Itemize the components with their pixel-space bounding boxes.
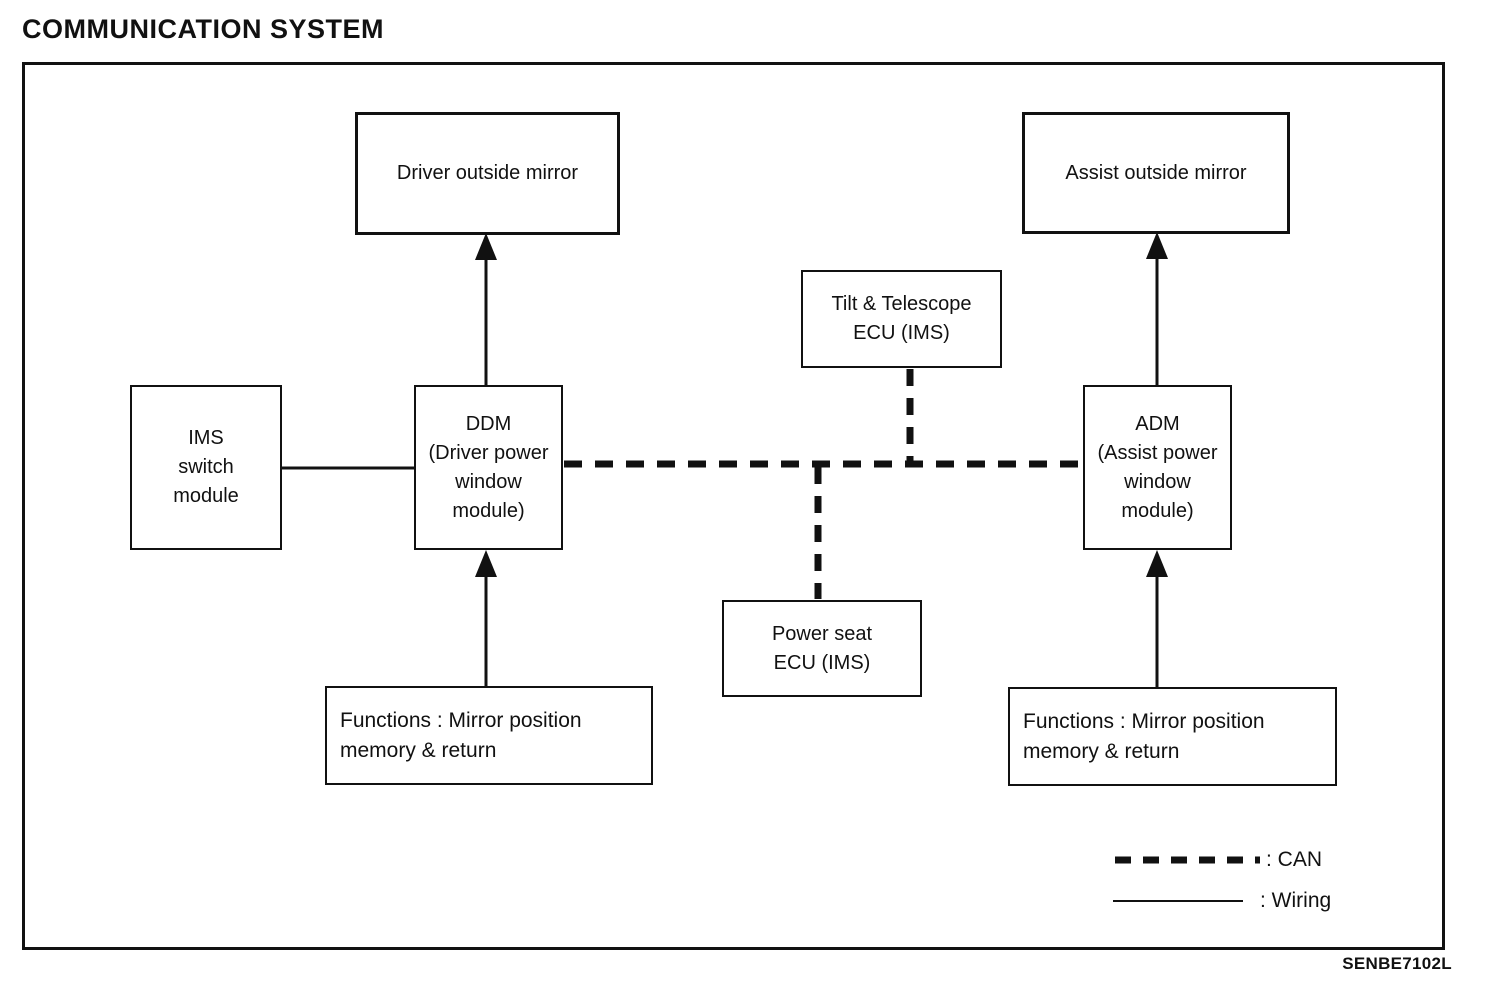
ddm-label: DDM (Driver power window module) bbox=[428, 412, 549, 522]
ddm-box: DDM (Driver power window module) bbox=[414, 385, 563, 550]
legend-can-label: : CAN bbox=[1266, 848, 1323, 871]
power-seat-ecu-label: Power seat ECU (IMS) bbox=[771, 622, 873, 674]
ims-switch-module-label: IMS switch module bbox=[173, 427, 239, 507]
legend-can-dashed-line bbox=[1115, 856, 1260, 864]
arrowhead-ddm-to-driver-mirror bbox=[475, 233, 497, 260]
adm-box: ADM (Assist power window module) bbox=[1083, 385, 1232, 550]
tilt-telescope-ecu-label: Tilt & Telescope ECU (IMS) bbox=[831, 293, 972, 344]
adm-label: ADM (Assist power window module) bbox=[1097, 412, 1218, 522]
legend-can-entry: : CAN bbox=[1112, 848, 1322, 872]
driver-outside-mirror-label: Driver outside mirror bbox=[396, 162, 579, 184]
ims-switch-module-box: IMS switch module bbox=[130, 385, 282, 550]
assist-outside-mirror-box: Assist outside mirror bbox=[1022, 112, 1290, 234]
tilt-telescope-ecu-box: Tilt & Telescope ECU (IMS) bbox=[801, 270, 1002, 368]
power-seat-ecu-box: Power seat ECU (IMS) bbox=[722, 600, 922, 697]
page-title: COMMUNICATION SYSTEM bbox=[22, 14, 384, 44]
legend-wiring-entry: : Wiring bbox=[1112, 889, 1331, 913]
driver-functions-box: Functions : Mirror position memory & ret… bbox=[325, 686, 653, 785]
arrowhead-functions-left-to-ddm bbox=[475, 550, 497, 577]
driver-functions-label: Functions : Mirror position memory & ret… bbox=[340, 708, 582, 762]
arrowhead-adm-to-assist-mirror bbox=[1146, 232, 1168, 259]
legend-wiring-solid-line bbox=[1113, 900, 1243, 902]
legend-wiring-label: : Wiring bbox=[1260, 889, 1332, 912]
assist-functions-box: Functions : Mirror position memory & ret… bbox=[1008, 687, 1337, 786]
assist-outside-mirror-label: Assist outside mirror bbox=[1065, 161, 1247, 184]
arrowhead-functions-right-to-adm bbox=[1146, 550, 1168, 577]
assist-functions-label: Functions : Mirror position memory & ret… bbox=[1023, 709, 1265, 763]
driver-outside-mirror-box: Driver outside mirror bbox=[355, 112, 620, 235]
figure-code: SENBE7102L bbox=[1342, 954, 1452, 973]
